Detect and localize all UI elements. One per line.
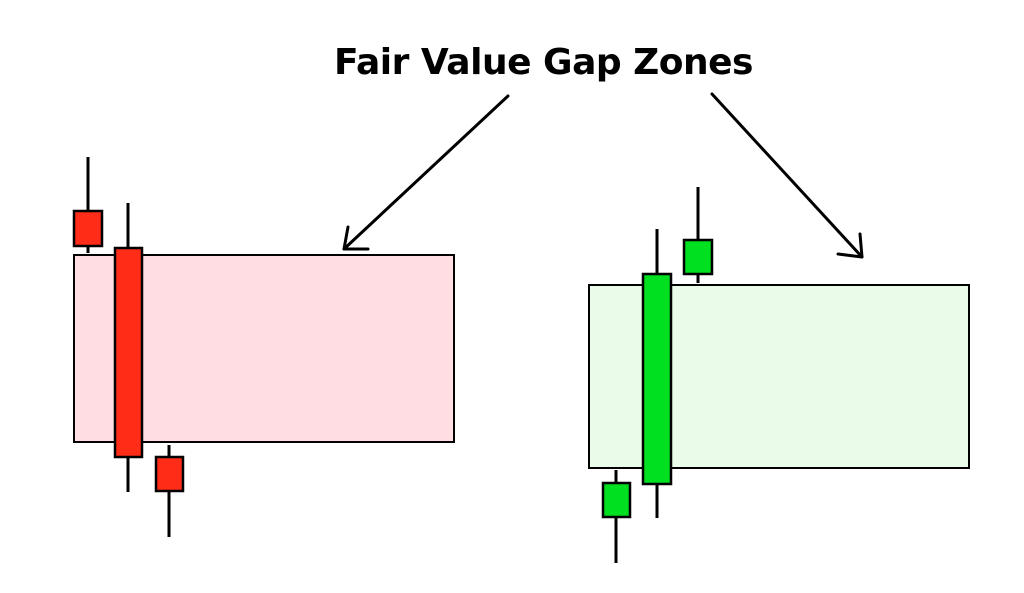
bearish-candle-2 — [113, 203, 144, 492]
bullish-candle-1 — [601, 470, 632, 563]
bearish-candle-3-body — [154, 455, 185, 493]
arrow-to-bullish-zone — [710, 92, 864, 259]
bearish-fvg-group — [72, 157, 455, 537]
bearish-candle-2-body — [113, 246, 144, 459]
arrow-right-head — [836, 232, 864, 259]
bearish-candle-1-body — [72, 209, 104, 248]
bullish-candle-2 — [641, 229, 673, 518]
diagram-title: Fair Value Gap Zones — [334, 42, 753, 83]
bearish-candle-1 — [72, 157, 104, 253]
arrow-to-bearish-zone — [342, 94, 510, 251]
bullish-fvg-group — [588, 187, 970, 563]
arrow-left-head — [342, 225, 370, 251]
bullish-candle-3 — [682, 187, 714, 283]
bullish-candle-3-body — [682, 238, 714, 276]
bearish-candle-3 — [154, 445, 185, 537]
bullish-candle-1-body — [601, 481, 632, 519]
arrow-left-shaft — [342, 94, 510, 251]
arrow-right-shaft — [710, 92, 864, 259]
bullish-candle-2-body — [641, 272, 673, 486]
